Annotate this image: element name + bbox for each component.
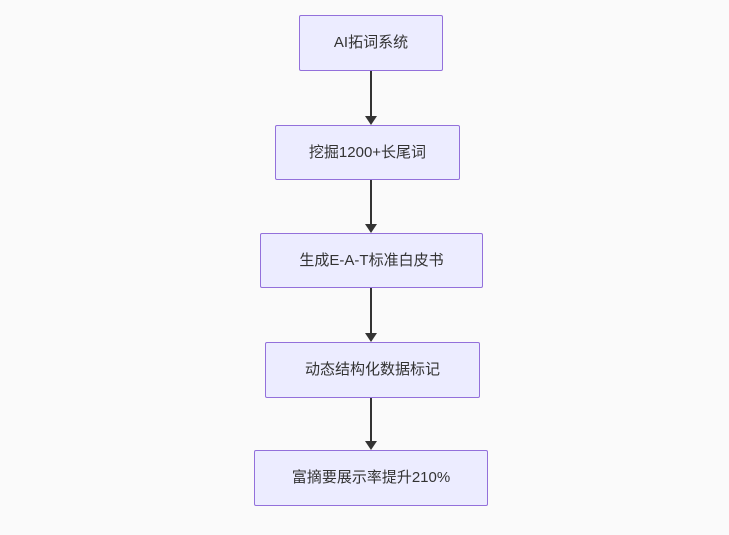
arrow-line bbox=[370, 398, 372, 442]
arrow-head-icon bbox=[365, 116, 377, 125]
arrow-line bbox=[370, 288, 372, 334]
flow-node-rich-snippet-result: 富摘要展示率提升210% bbox=[254, 450, 488, 506]
edge-b-to-c bbox=[364, 180, 378, 233]
arrow-head-icon bbox=[365, 224, 377, 233]
flow-node-longtail-mining: 挖掘1200+长尾词 bbox=[275, 125, 460, 180]
edge-c-to-d bbox=[364, 288, 378, 342]
arrow-line bbox=[370, 71, 372, 117]
flow-node-structured-data-markup: 动态结构化数据标记 bbox=[265, 342, 480, 398]
arrow-head-icon bbox=[365, 441, 377, 450]
arrow-line bbox=[370, 180, 372, 225]
edge-a-to-b bbox=[364, 71, 378, 125]
edge-d-to-e bbox=[364, 398, 378, 450]
flow-node-ai-keyword-system: AI拓词系统 bbox=[299, 15, 443, 71]
arrow-head-icon bbox=[365, 333, 377, 342]
flow-node-eat-whitepaper: 生成E-A-T标准白皮书 bbox=[260, 233, 483, 288]
